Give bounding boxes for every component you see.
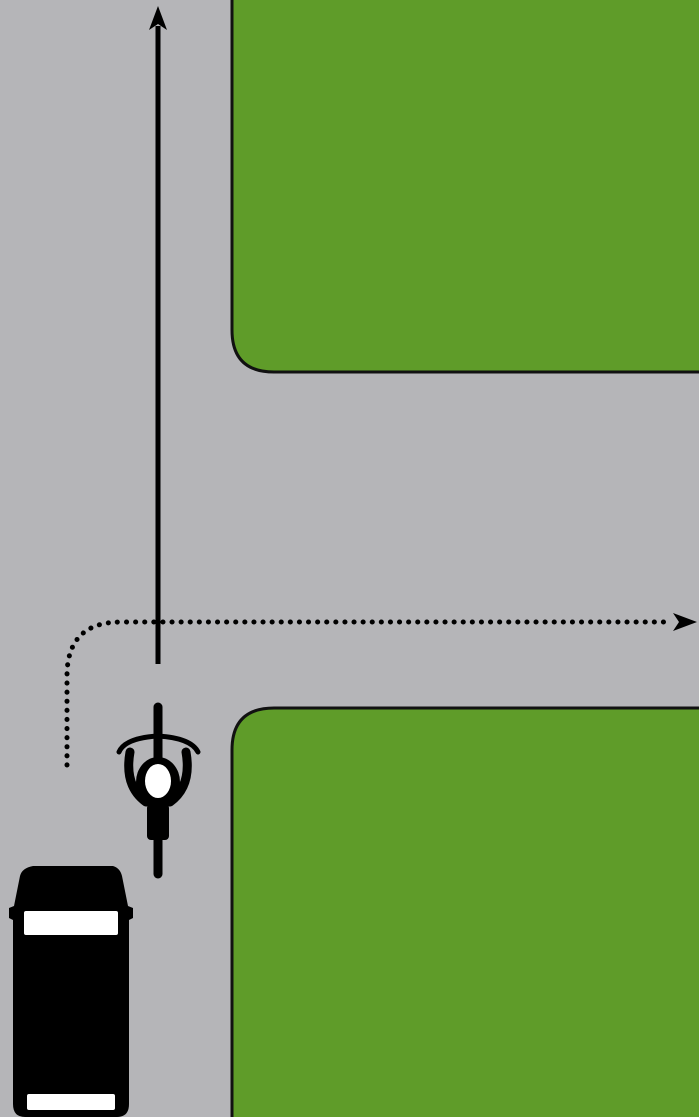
windshield-icon xyxy=(24,911,118,935)
helmet-icon xyxy=(145,764,171,798)
grass-block-top-right xyxy=(230,0,699,374)
van-icon xyxy=(9,866,133,1117)
straight-ahead-path-arrow xyxy=(149,6,167,664)
bicycle-icon xyxy=(116,702,201,879)
rear-window-icon xyxy=(27,1094,115,1110)
right-turn-path-arrow xyxy=(64,613,697,768)
grass-block-bottom-right xyxy=(230,706,699,1117)
arrowhead-up-icon xyxy=(149,6,167,30)
arrowhead-right-icon xyxy=(673,613,697,631)
